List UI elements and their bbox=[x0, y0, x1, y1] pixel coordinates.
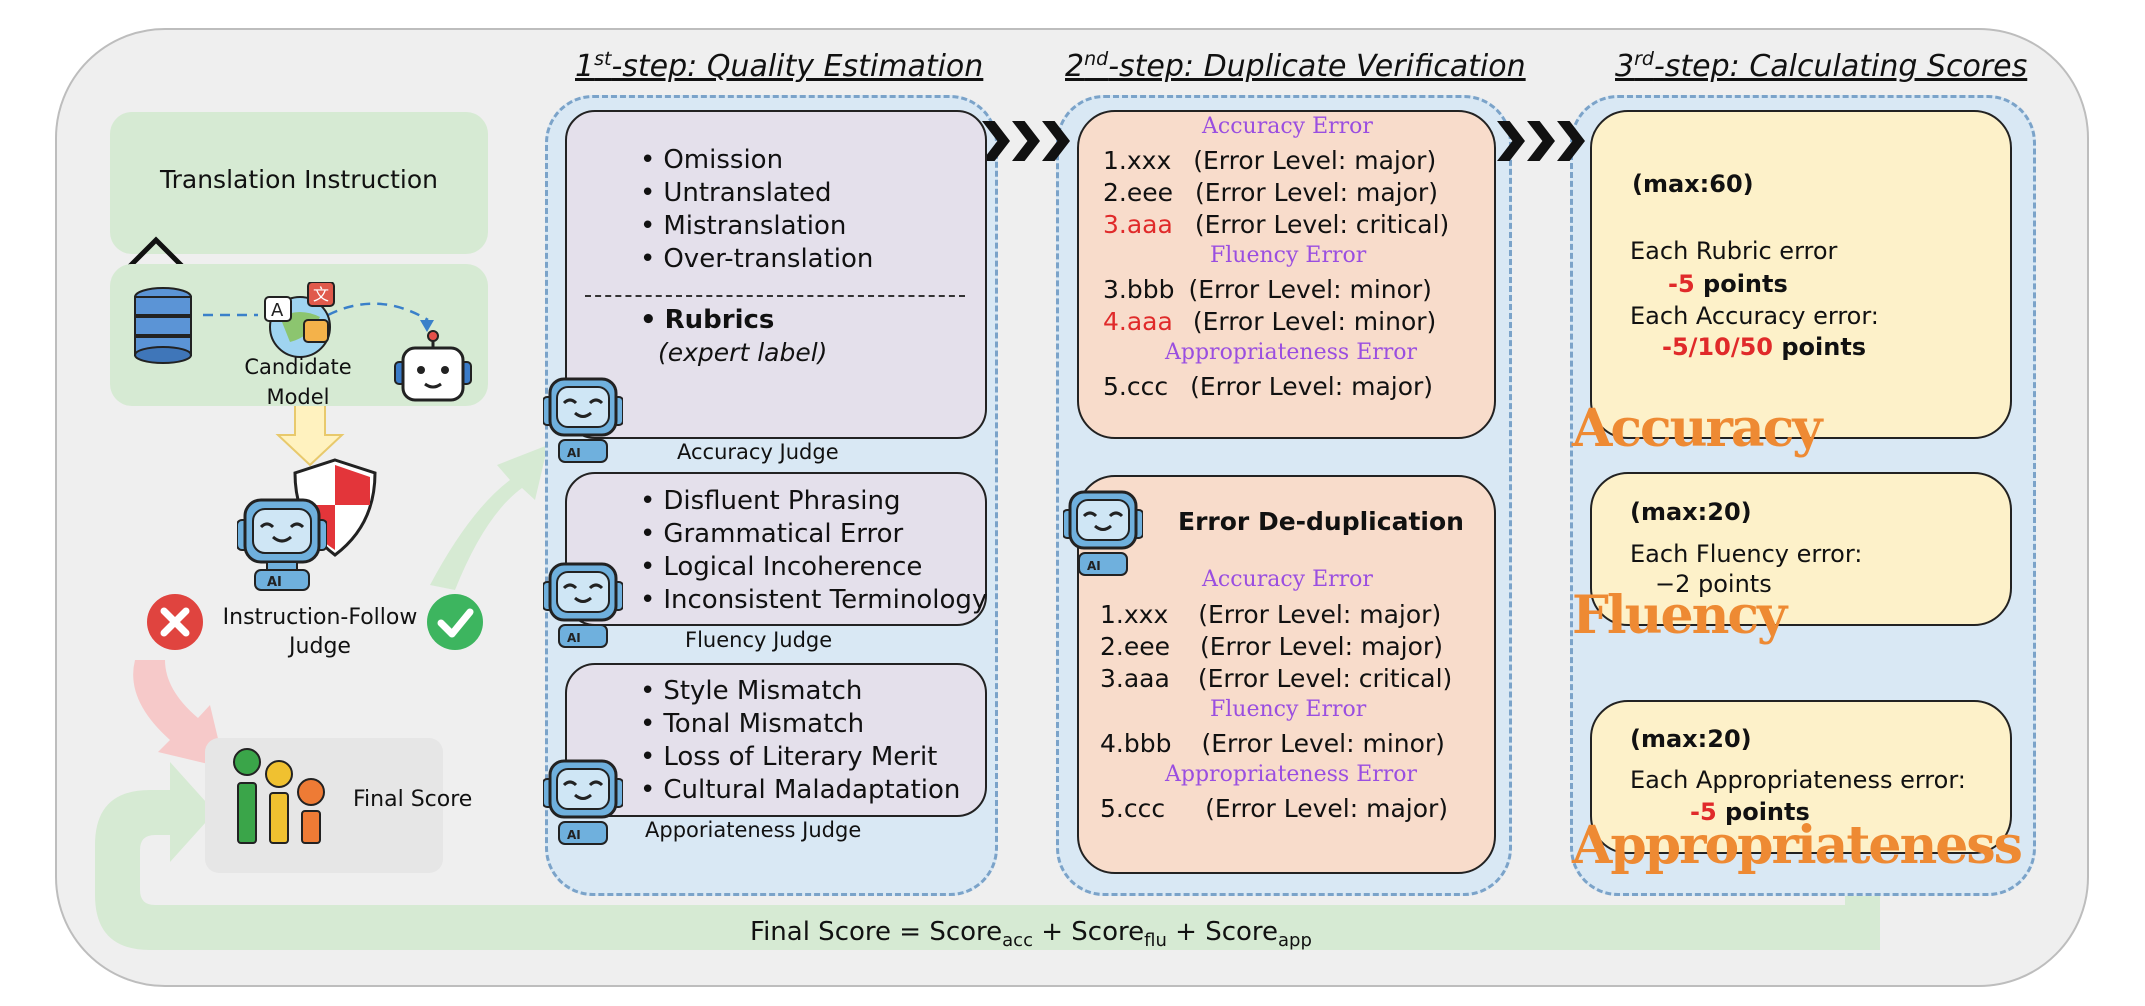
svg-text:AI: AI bbox=[567, 828, 581, 842]
accuracy-rubric-penalty: -5 points bbox=[1668, 270, 1788, 298]
chevron-up-icon bbox=[122, 236, 190, 274]
svg-text:文: 文 bbox=[313, 285, 329, 304]
accuracy-error-penalty: -5/10/50 points bbox=[1662, 333, 1867, 361]
candidate-model-label: Candidate Model bbox=[244, 355, 352, 409]
list-item: Untranslated bbox=[640, 177, 873, 210]
expert-label-note: (expert label) bbox=[658, 338, 828, 367]
list-item: 2.eee(Error Level: major) bbox=[1103, 178, 1438, 207]
fluency-max: (max:20) bbox=[1630, 498, 1752, 526]
list-item: Mistranslation bbox=[640, 210, 873, 243]
list-item: Loss of Literary Merit bbox=[640, 741, 960, 774]
svg-text:AI: AI bbox=[567, 631, 581, 645]
robot-icon bbox=[394, 330, 472, 402]
accuracy-score-title: Accuracy bbox=[1572, 398, 1822, 459]
database-icon bbox=[134, 287, 192, 364]
appropriateness-error-header: Appropriateness Error bbox=[1165, 340, 1418, 365]
list-item: Tonal Mismatch bbox=[640, 708, 960, 741]
fluency-error-header: Fluency Error bbox=[1210, 697, 1367, 722]
fluency-error-label: Each Fluency error: bbox=[1630, 540, 1863, 568]
step3-title: 3rd-step: Calculating Scores bbox=[1615, 48, 2028, 84]
list-item: 1.xxx(Error Level: major) bbox=[1100, 600, 1442, 629]
accuracy-judge-label: Accuracy Judge bbox=[677, 440, 839, 464]
fluency-score-card bbox=[1590, 472, 2012, 626]
rating-bars-icon bbox=[233, 748, 325, 844]
list-item: Rubrics bbox=[640, 304, 775, 337]
accuracy-error-label: Each Accuracy error: bbox=[1630, 302, 1879, 330]
list-item: 4.bbb(Error Level: minor) bbox=[1100, 729, 1445, 758]
accuracy-judge-robot-icon: AI bbox=[543, 377, 623, 463]
list-item: 3.bbb(Error Level: minor) bbox=[1103, 275, 1432, 304]
divider bbox=[585, 295, 965, 297]
translation-instruction-box bbox=[110, 112, 488, 254]
step1-to-step2-arrow bbox=[982, 121, 1070, 161]
appropriateness-criteria-list: Style Mismatch Tonal Mismatch Loss of Li… bbox=[640, 675, 960, 807]
appropriateness-judge-robot-icon: AI bbox=[543, 759, 623, 845]
step1-title: 1st-step: Quality Estimation bbox=[575, 48, 984, 84]
list-item: 3.aaa(Error Level: critical) bbox=[1103, 210, 1450, 239]
deduplicated-errors-card bbox=[1077, 475, 1496, 874]
appropriateness-score-card bbox=[1590, 700, 2012, 854]
list-item: 1.xxx(Error Level: major) bbox=[1103, 146, 1437, 175]
raw-errors-card bbox=[1077, 110, 1496, 439]
fluency-judge-label: Fluency Judge bbox=[685, 628, 833, 652]
dedup-title: Error De-duplication bbox=[1178, 507, 1464, 536]
list-item: Inconsistent Terminology bbox=[640, 584, 987, 617]
reject-arrow bbox=[133, 660, 225, 768]
accept-check-icon bbox=[427, 594, 483, 650]
fluency-error-header: Fluency Error bbox=[1210, 243, 1367, 268]
appropriateness-score-title: Appropriateness bbox=[1572, 815, 2023, 876]
list-item: 2.eee(Error Level: major) bbox=[1100, 632, 1443, 661]
accuracy-error-header: Accuracy Error bbox=[1202, 567, 1373, 592]
list-item: Omission bbox=[640, 144, 873, 177]
appropriateness-judge-label: Apporiateness Judge bbox=[645, 818, 862, 842]
list-item: Cultural Maladaptation bbox=[640, 774, 960, 807]
accuracy-score-card bbox=[1590, 110, 2012, 439]
final-score-label: Final Score bbox=[353, 787, 473, 812]
model-to-judge-arrow bbox=[275, 401, 345, 467]
list-item: Logical Incoherence bbox=[640, 551, 987, 584]
accuracy-max: (max:60) bbox=[1632, 170, 1754, 198]
list-item: 3.aaa(Error Level: critical) bbox=[1100, 664, 1453, 693]
list-item: Style Mismatch bbox=[640, 675, 960, 708]
final-score-return-arrow bbox=[95, 762, 1880, 950]
list-item: 5.ccc(Error Level: major) bbox=[1100, 794, 1449, 823]
reject-x-icon bbox=[147, 594, 203, 650]
accuracy-criteria-list: Omission Untranslated Mistranslation Ove… bbox=[640, 144, 873, 276]
step2-title: 2nd-step: Duplicate Verification bbox=[1065, 48, 1526, 84]
appropriateness-error-label: Each Appropriateness error: bbox=[1630, 766, 1966, 794]
appropriateness-max: (max:20) bbox=[1630, 725, 1752, 753]
fluency-score-title: Fluency bbox=[1572, 585, 1787, 646]
svg-text:AI: AI bbox=[567, 446, 581, 460]
list-item: Disfluent Phrasing bbox=[640, 485, 987, 518]
list-item: 5.ccc(Error Level: major) bbox=[1103, 372, 1434, 401]
svg-text:AI: AI bbox=[1087, 559, 1101, 573]
list-item: Over-translation bbox=[640, 243, 873, 276]
translation-instruction-label: Translation Instruction bbox=[160, 165, 438, 194]
judge-to-step1-arrow bbox=[430, 445, 548, 590]
accuracy-rubric-label: Each Rubric error bbox=[1630, 237, 1838, 265]
final-score-formula: Final Score = Scoreacc + Scoreflu + Scor… bbox=[750, 917, 1312, 952]
svg-text:A: A bbox=[271, 300, 284, 321]
fluency-criteria-list: Disfluent Phrasing Grammatical Error Log… bbox=[640, 485, 987, 617]
svg-text:AI: AI bbox=[267, 575, 282, 590]
rubrics-list: Rubrics bbox=[640, 304, 775, 337]
list-item: Grammatical Error bbox=[640, 518, 987, 551]
dedup-robot-icon: AI bbox=[1063, 490, 1143, 576]
appropriateness-penalty: -5 points bbox=[1690, 798, 1810, 826]
dashed-flow-line bbox=[203, 302, 434, 332]
accuracy-error-header: Accuracy Error bbox=[1202, 114, 1373, 139]
judge-robot-icon: AI bbox=[237, 498, 327, 591]
instruction-follow-judge-label: Instruction-Follow Judge bbox=[222, 605, 418, 659]
appropriateness-error-header: Appropriateness Error bbox=[1165, 762, 1418, 787]
step2-to-step3-arrow bbox=[1497, 121, 1585, 161]
list-item: 4.aaa(Error Level: minor) bbox=[1103, 307, 1437, 336]
fluency-judge-robot-icon: AI bbox=[543, 562, 623, 648]
translate-globe-icon: A 文 bbox=[264, 282, 335, 358]
fluency-penalty: −2 points bbox=[1655, 570, 1772, 598]
